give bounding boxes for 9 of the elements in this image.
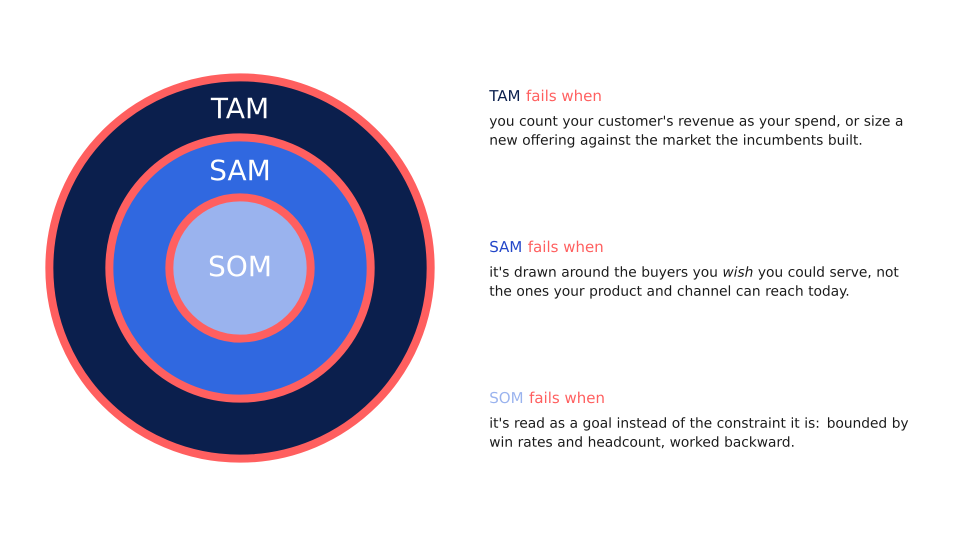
heading: TAM bbox=[489, 90, 520, 101]
description: it's drawn around the buyers you wish you could serve, not the ones your product and channel can reach today. bbox=[490, 266, 898, 299]
heading: fails when bbox=[528, 240, 602, 252]
description: it's read as a goal instead of the constraint it is: bounded by win rates and headcount, worked backward. bbox=[490, 417, 908, 448]
description: you count your customer's revenue as your spend, or size a new offering against the market the incumbents built. bbox=[490, 115, 902, 148]
heading: SOM bbox=[490, 392, 522, 404]
heading: fails when bbox=[529, 392, 604, 404]
heading: SAM bbox=[490, 240, 521, 252]
heading: fails when bbox=[526, 90, 601, 102]
